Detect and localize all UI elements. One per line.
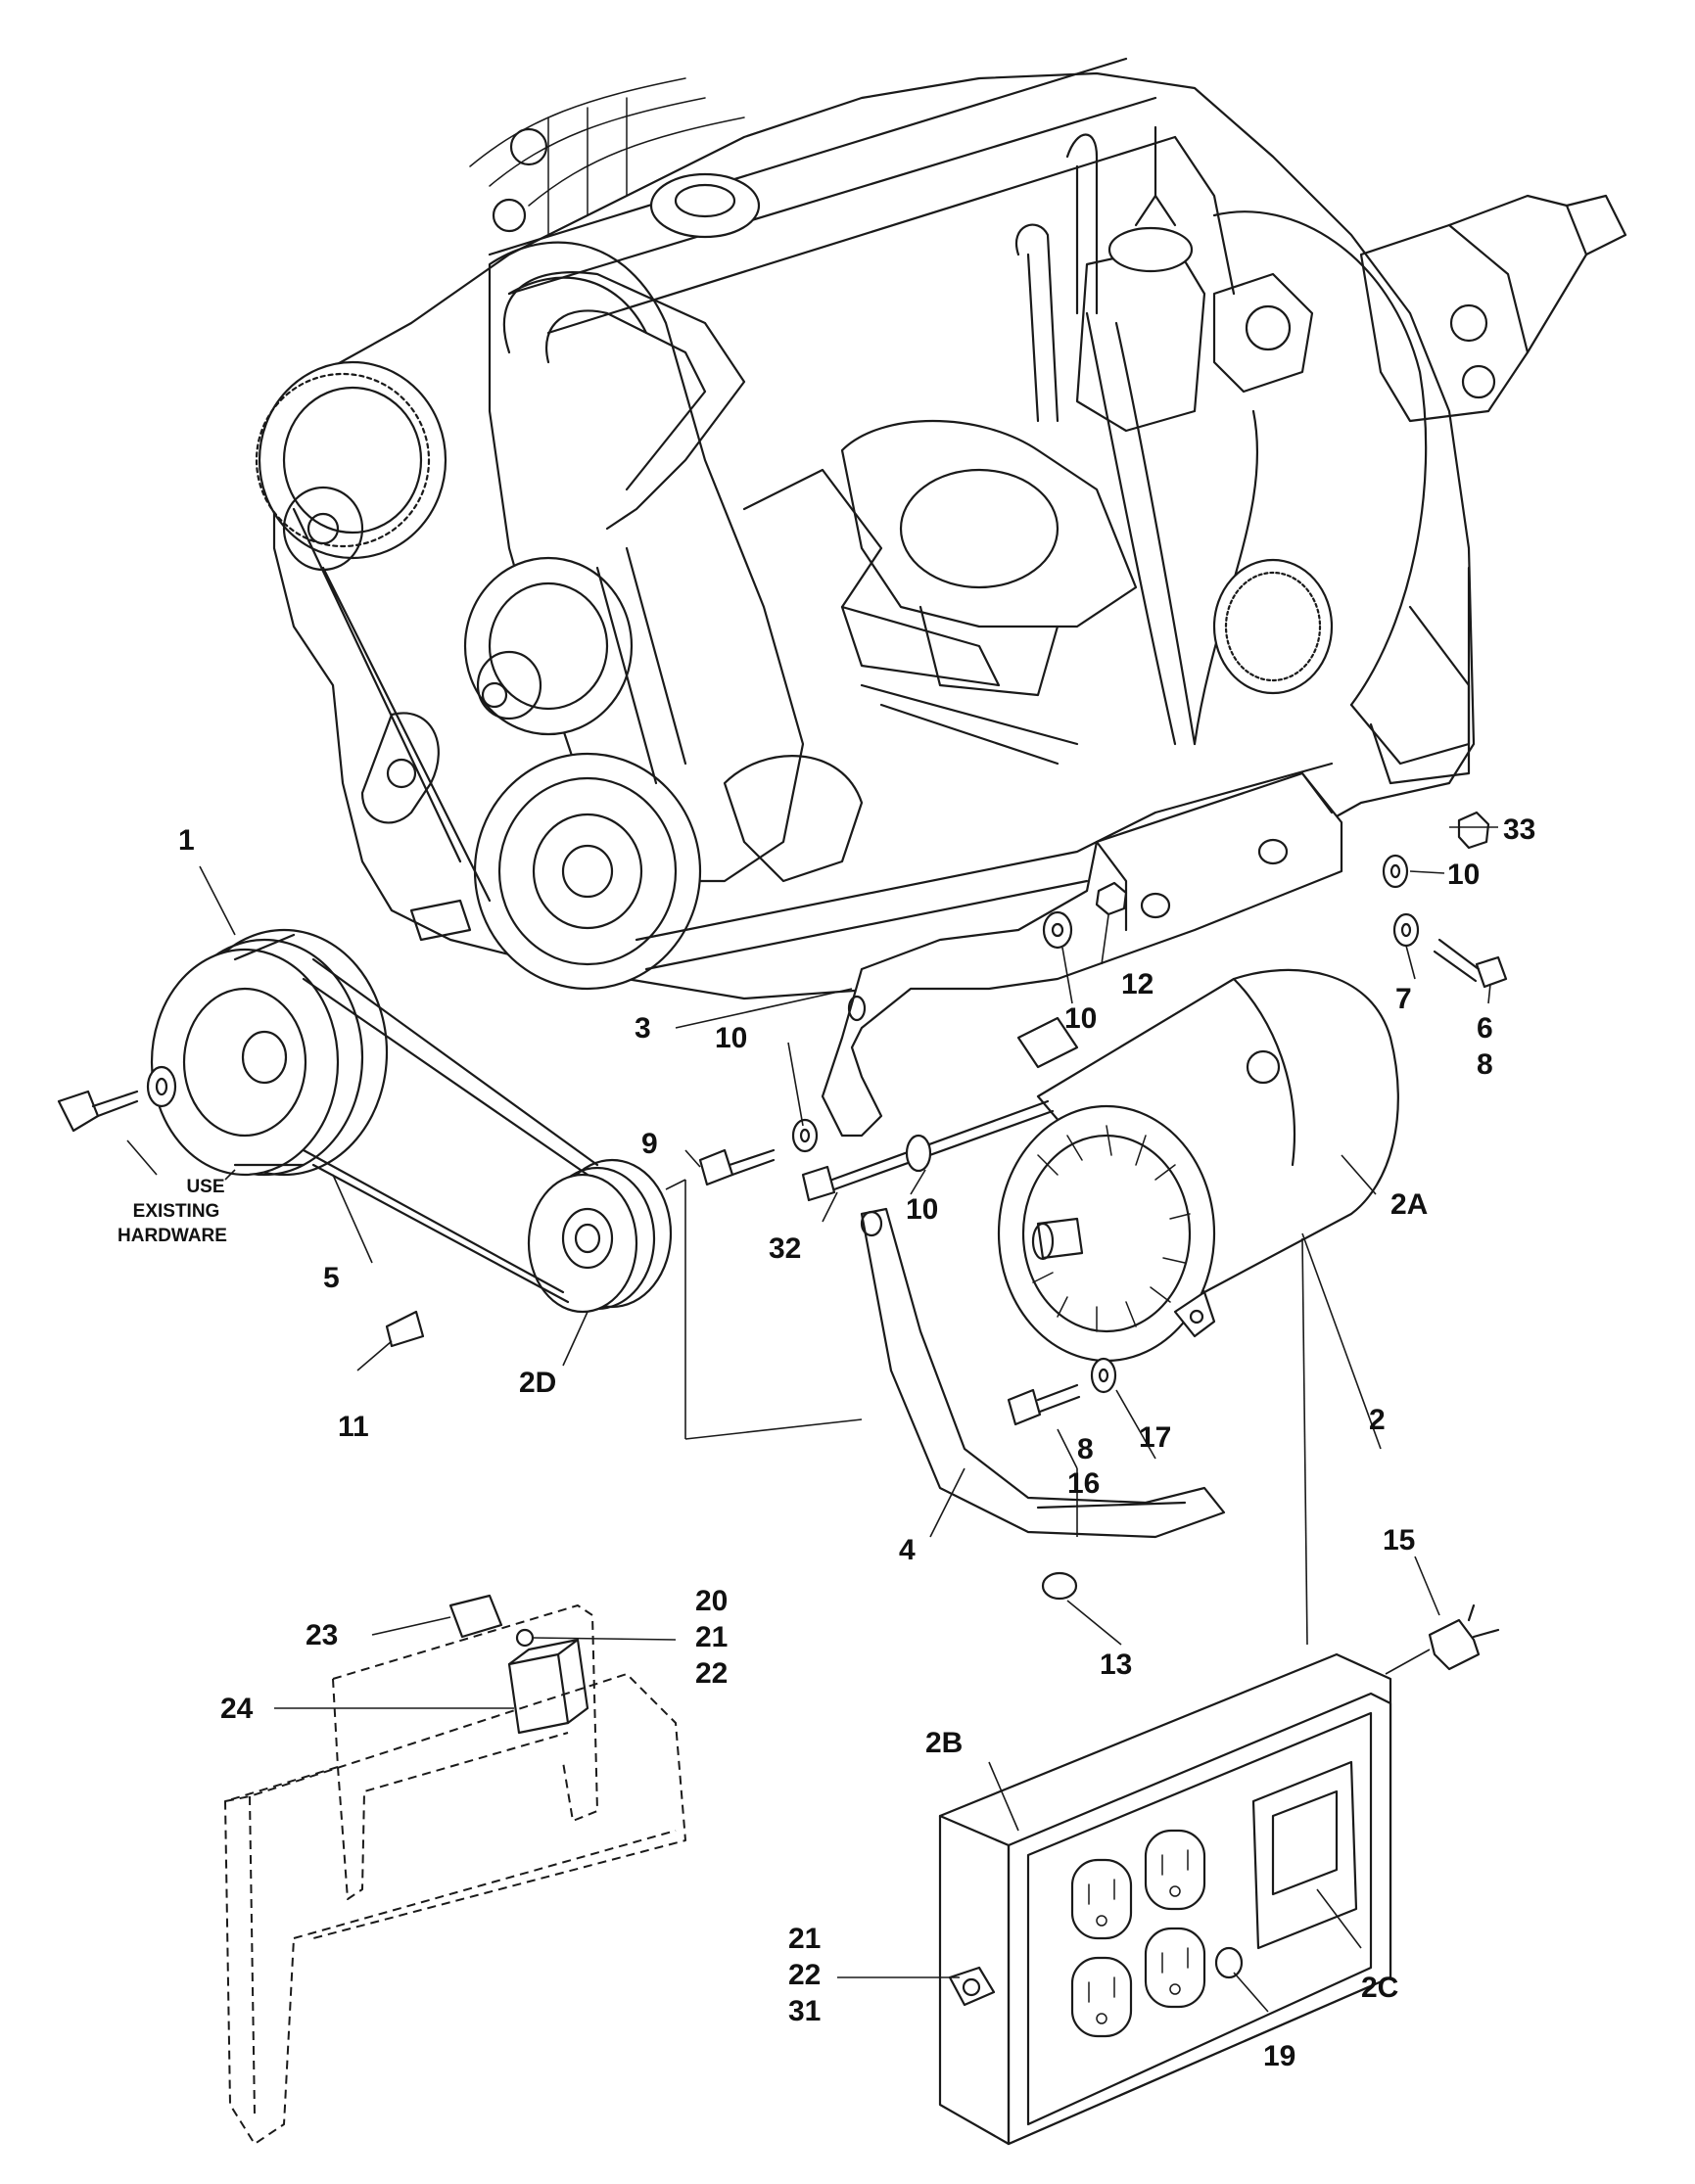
callout-20: 20 [695,1585,728,1617]
callout-19: 19 [1263,2040,1295,2072]
outlet-receptacles [1070,1829,1206,2038]
callout-9: 9 [641,1128,658,1160]
mounting-bracket [821,771,1343,1138]
callout-22-upper: 22 [695,1657,728,1690]
callout-2: 2 [1369,1404,1386,1436]
callout-2c: 2C [1361,1972,1398,2004]
callout-3: 3 [635,1012,651,1045]
callout-32: 32 [769,1232,801,1265]
callout-15: 15 [1383,1524,1415,1557]
generator [997,968,1399,1363]
callout-16: 16 [1067,1467,1100,1500]
callout-2b: 2B [925,1727,963,1759]
callout-7: 7 [1395,983,1412,1015]
callout-10-upper: 10 [715,1022,747,1054]
callout-13: 13 [1100,1649,1132,1681]
adjusting-arm [860,1207,1226,1539]
leader-lines [126,826,1498,2013]
callout-11: 11 [338,1411,369,1443]
outlet-box [938,1652,1392,2146]
callout-labels: 1 3 10 9 5 11 2D 10 32 2A 2 17 8 16 4 13… [178,813,1535,2072]
callout-1: 1 [178,824,195,857]
callout-5: 5 [323,1262,340,1294]
callout-2a: 2A [1390,1188,1428,1221]
hardware-note: USE EXISTING HARDWARE [118,1177,227,1246]
callout-17: 17 [1139,1421,1171,1454]
callout-10-right-lower: 10 [1064,1002,1097,1035]
callout-4: 4 [899,1534,916,1566]
drive-pulley [150,928,389,1177]
callout-8-lower: 8 [1077,1433,1094,1465]
callout-31: 31 [788,1995,821,2027]
callout-33: 33 [1503,813,1535,846]
callout-21-upper: 21 [695,1621,728,1653]
hardware [57,811,1508,1735]
callout-22-lower: 22 [788,1959,821,1991]
note-line-3: HARDWARE [118,1226,227,1246]
note-line-1: USE [186,1177,224,1197]
dashed-mount-channel [224,1604,686,2145]
callout-21-lower: 21 [788,1923,821,1955]
callout-8-upper: 8 [1477,1048,1493,1081]
callout-6: 6 [1477,1012,1493,1045]
callout-12: 12 [1121,968,1154,1000]
generator-pulley [527,1158,673,1314]
callout-10-mid: 10 [906,1193,938,1226]
callout-23: 23 [306,1619,338,1651]
v-belt [302,957,599,1304]
callout-10-right-upper: 10 [1447,859,1480,891]
callout-24: 24 [220,1693,254,1725]
callout-2d: 2D [519,1367,556,1399]
engine-assembly [255,57,1627,1000]
note-line-2: EXISTING [133,1201,220,1222]
